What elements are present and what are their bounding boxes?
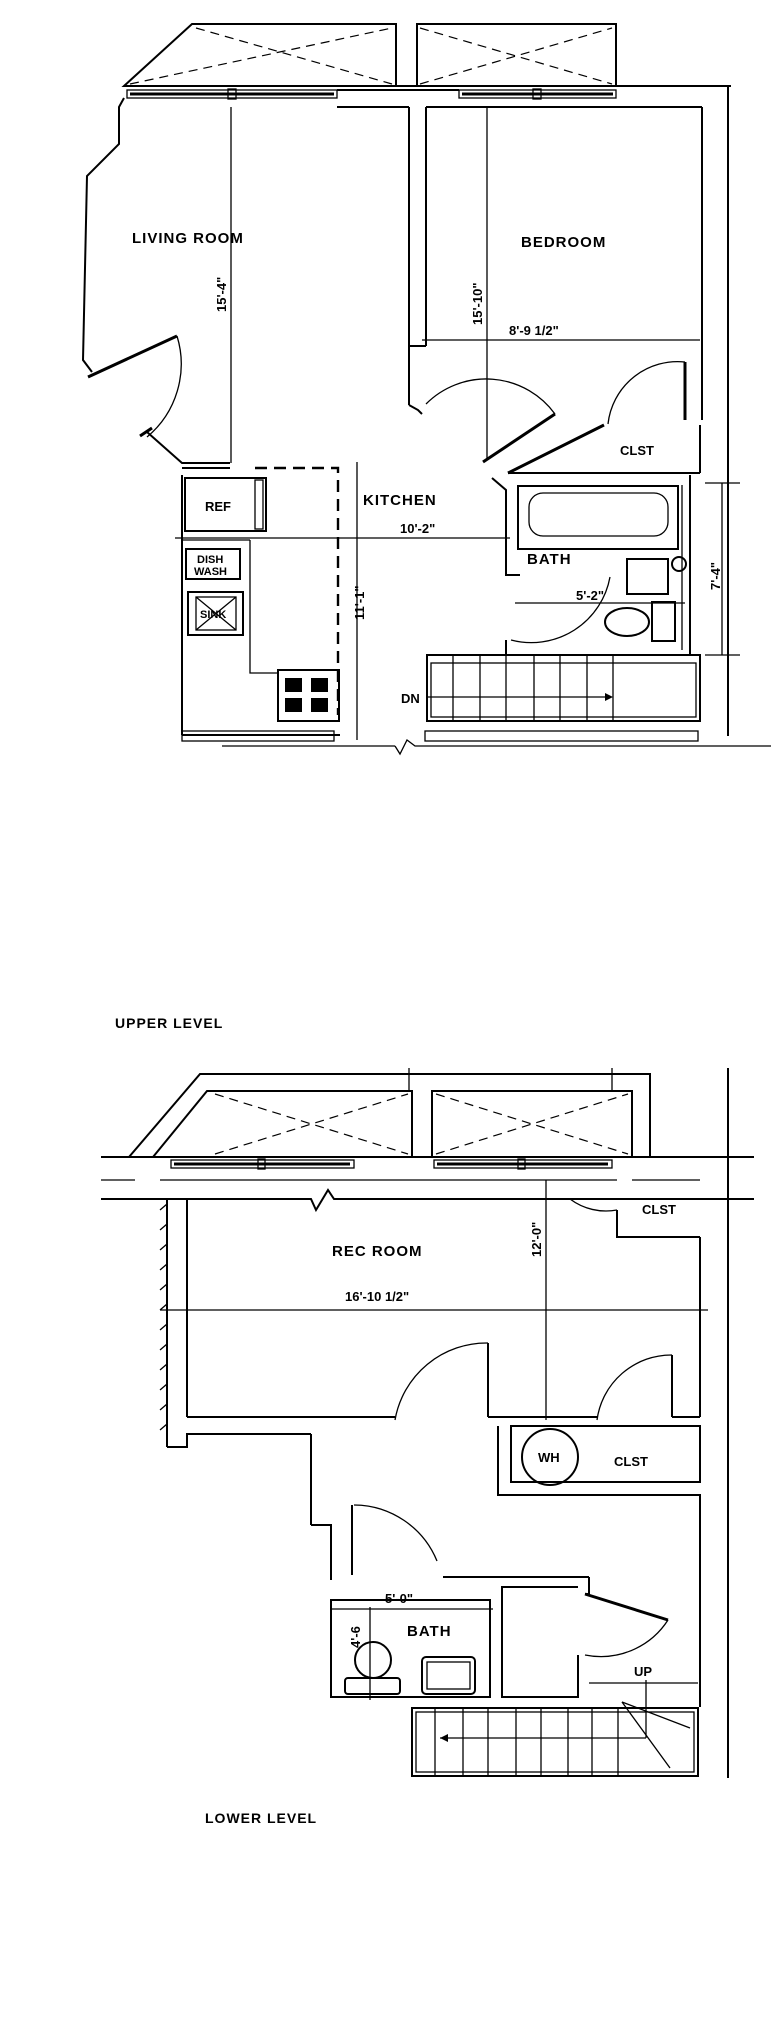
lower-bath-sink: [421, 1656, 476, 1695]
upper-dimension-lines: [175, 107, 740, 740]
balcony-window-box-right: [416, 23, 617, 87]
refrigerator: [184, 477, 267, 532]
lower-level-plan: REC ROOM CLST CLST WH BATH UP 12'-0" 16'…: [101, 1068, 754, 1826]
wh-closet: [497, 1425, 701, 1707]
dim-rec-room-width: 16'-10 1/2": [345, 1289, 409, 1304]
dim-kitchen-depth: 11'-1": [352, 585, 367, 620]
dishwash-label-2: WASH: [194, 566, 227, 578]
toilet: [604, 607, 650, 637]
dim-bath-depth: 7'-4": [708, 562, 723, 590]
lower-stairs: [411, 1680, 699, 1777]
dim-living-room-depth: 15'-4": [214, 277, 229, 312]
living-room-walls: [81, 97, 423, 464]
upper-bottom-wall: [181, 730, 771, 756]
dim-bedroom-width: 8'-9 1/2": [509, 323, 559, 338]
windows: [126, 85, 731, 108]
lower-hall: [310, 1434, 589, 1580]
bedroom-label: BEDROOM: [521, 234, 606, 251]
sink: [187, 591, 244, 636]
stairs-up-label: UP: [634, 1664, 652, 1679]
ref-label: REF: [205, 499, 231, 514]
closet-label: CLST: [620, 443, 654, 458]
dim-bedroom-depth: 15'-10": [470, 282, 485, 325]
dim-kitchen-width: 10'-2": [400, 521, 435, 536]
balcony-window-box-left: [121, 23, 397, 87]
upper-bath-label: BATH: [527, 551, 572, 568]
water-heater-label: WH: [538, 1450, 560, 1465]
dim-bath-width: 5'-2": [576, 588, 604, 603]
water-heater: [521, 1428, 579, 1486]
bedroom-walls: [409, 106, 703, 475]
under-stair-closet: [501, 1577, 669, 1698]
lower-bath: [330, 1599, 493, 1700]
upper-level-plan: LIVING ROOM BEDROOM CLST KITCHEN BATH RE…: [81, 23, 771, 1031]
window-well-right: [431, 1090, 633, 1158]
closet-wh-label: CLST: [614, 1454, 648, 1469]
kitchen-label: KITCHEN: [363, 492, 437, 509]
dishwash-label-1: DISH: [197, 554, 223, 566]
upper-bath: [491, 475, 691, 656]
rec-room-label: REC ROOM: [332, 1243, 423, 1260]
sink-label: SINK: [200, 609, 226, 621]
upper-stairs: [426, 654, 701, 722]
bath-sink: [626, 558, 669, 595]
lower-dimension-lines: [160, 1180, 708, 1420]
dim-rec-room-depth: 12'-0": [529, 1222, 544, 1257]
lower-level-title: LOWER LEVEL: [205, 1810, 317, 1826]
stove: [277, 669, 340, 722]
dim-lower-bath-width: 5'-0": [385, 1591, 413, 1606]
upper-level-title: UPPER LEVEL: [115, 1015, 223, 1031]
dim-lower-bath-depth: 4'-6: [348, 1626, 363, 1648]
dishwasher: [185, 548, 241, 580]
bathtub: [517, 485, 679, 550]
stairs-down-label: DN: [401, 691, 420, 706]
kitchen-layout: [181, 466, 340, 736]
rec-room-walls: [159, 1198, 701, 1448]
living-room-label: LIVING ROOM: [132, 230, 244, 247]
closet-top-label: CLST: [642, 1202, 676, 1217]
window-well-left: [150, 1090, 413, 1158]
lower-bath-label: BATH: [407, 1623, 452, 1640]
